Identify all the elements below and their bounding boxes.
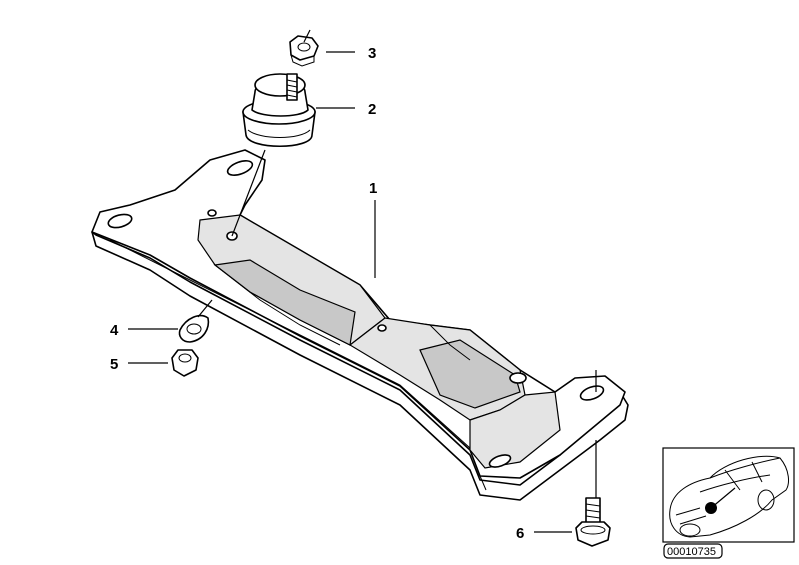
assembly-lines <box>197 29 597 498</box>
vehicle-location-inset: 00010735 <box>662 447 795 559</box>
rubber-mount-part[interactable] <box>242 73 316 148</box>
callout-4: 4 <box>110 322 119 339</box>
car-outline-icon <box>669 455 789 538</box>
reference-number: 00010735 <box>667 546 716 558</box>
callout-1: 1 <box>369 180 377 197</box>
leader-lines <box>128 51 572 533</box>
callout-5: 5 <box>110 356 118 373</box>
callout-2: 2 <box>368 101 376 118</box>
reference-number-box <box>663 543 723 559</box>
nut-part[interactable] <box>171 349 199 377</box>
hex-nut-part[interactable] <box>289 35 319 67</box>
callout-3: 3 <box>368 45 376 62</box>
bolt-part[interactable] <box>575 497 611 547</box>
crossmember-part[interactable] <box>91 149 629 501</box>
callout-6: 6 <box>516 525 524 542</box>
washer-part[interactable] <box>178 314 210 343</box>
